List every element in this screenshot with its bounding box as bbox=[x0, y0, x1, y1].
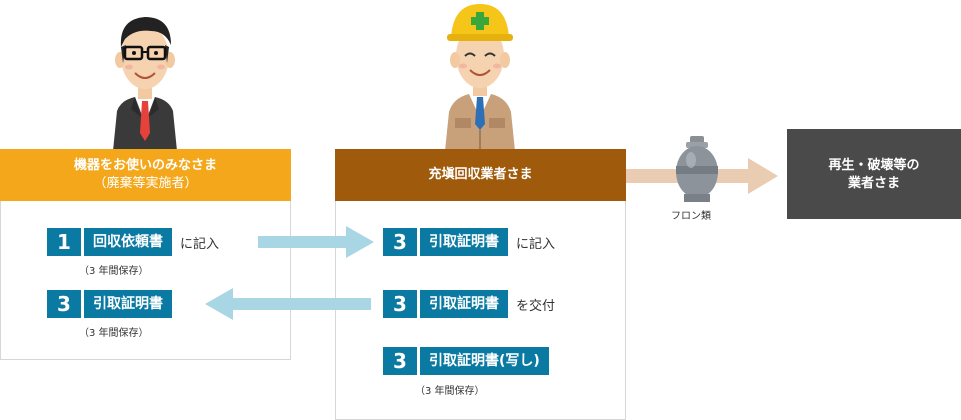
document-label: 回収依頼書 bbox=[84, 228, 172, 256]
user-box-title: 機器をお使いのみなさま bbox=[73, 158, 217, 173]
gas-label: フロン類 bbox=[671, 211, 711, 222]
destination-line-1: 再生・破壊等の bbox=[828, 158, 920, 173]
worker-illustration bbox=[445, 4, 515, 151]
step-number-badge: 3 bbox=[383, 228, 417, 256]
collector-row-fill: 3 引取証明書 に記入 bbox=[383, 228, 555, 256]
arrow-right-icon bbox=[258, 226, 374, 258]
collector-row-copy: 3 引取証明書(写し) bbox=[383, 347, 549, 375]
user-row-certificate: 3 引取証明書 bbox=[47, 290, 172, 318]
action-text: を交付 bbox=[516, 298, 556, 314]
arrow-left-icon bbox=[205, 288, 371, 320]
step-number-badge: 1 bbox=[47, 228, 81, 256]
step-number-badge: 3 bbox=[47, 290, 81, 318]
document-label: 引取証明書 bbox=[420, 290, 508, 318]
collector-box-title: 充塡回収業者さま bbox=[428, 167, 533, 182]
collector-row-issue: 3 引取証明書 を交付 bbox=[383, 290, 555, 318]
step-number-badge: 3 bbox=[383, 347, 417, 375]
action-text: に記入 bbox=[180, 236, 220, 252]
businessman-illustration bbox=[113, 17, 177, 151]
destination-box: 再生・破壊等の 業者さま bbox=[787, 129, 961, 219]
user-row-request-form: 1 回収依頼書 に記入 bbox=[47, 228, 219, 256]
document-label: 引取証明書 bbox=[84, 290, 172, 318]
collector-box-header: 充塡回収業者さま bbox=[335, 149, 626, 201]
retention-note: （3 年間保存） bbox=[415, 386, 485, 397]
action-text: に記入 bbox=[516, 236, 556, 252]
destination-line-2: 業者さま bbox=[847, 176, 900, 191]
user-box-header: 機器をお使いのみなさま （廃棄等実施者） bbox=[0, 149, 291, 201]
document-label: 引取証明書(写し) bbox=[420, 347, 549, 375]
retention-note: （3 年間保存） bbox=[79, 266, 149, 277]
user-box-subtitle: （廃棄等実施者） bbox=[93, 176, 198, 191]
step-number-badge: 3 bbox=[383, 290, 417, 318]
retention-note: （3 年間保存） bbox=[79, 328, 149, 339]
gas-cylinder-icon bbox=[676, 136, 718, 202]
document-label: 引取証明書 bbox=[420, 228, 508, 256]
